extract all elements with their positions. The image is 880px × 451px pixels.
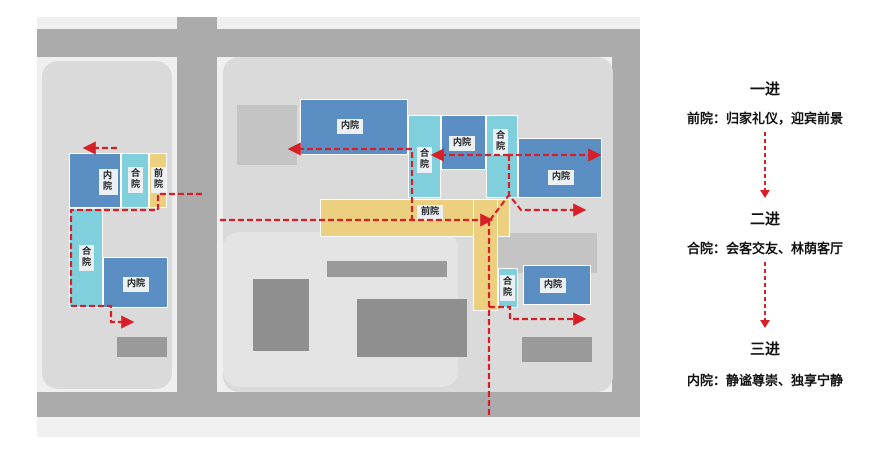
zone-east-inner-east <box>518 138 602 198</box>
zone-east-middle-2 <box>486 115 518 198</box>
building-h-shape <box>253 279 309 351</box>
arrow-down-icon <box>760 262 770 328</box>
label-east-middle-2: 合院 <box>493 129 508 155</box>
building-row <box>327 261 447 277</box>
zone-east-front-vertical <box>473 199 498 311</box>
stage-3-description: 内院：静谧尊崇、独享宁静 <box>686 374 843 389</box>
map-margin <box>37 417 640 437</box>
road-horizontal <box>37 29 640 57</box>
label-east-inner-east: 内院 <box>548 170 575 185</box>
road-vertical <box>177 17 217 437</box>
site-plan-map: 内院 合院 前院 合院 内院 内院 合院 内院 合院 内院 前院 合院 内院 <box>37 17 640 437</box>
label-west-front: 前院 <box>151 167 166 193</box>
building-north <box>237 105 297 165</box>
stage-3-title: 三进 <box>749 340 780 358</box>
label-west-middle-bottom: 合院 <box>79 245 94 271</box>
west-block <box>42 61 172 389</box>
stage-2-title: 二进 <box>749 210 780 228</box>
stage-1-title: 一进 <box>749 80 780 98</box>
label-east-inner-north: 内院 <box>337 119 364 134</box>
building-large <box>357 299 467 357</box>
label-east-middle-3: 合院 <box>500 275 515 301</box>
label-east-inner-south: 内院 <box>540 278 567 293</box>
stage-2-description: 合院：会客交友、林荫客厅 <box>686 242 843 257</box>
stage-1-description: 前院：归家礼仪，迎宾前景 <box>686 112 843 127</box>
label-east-inner-center: 内院 <box>449 136 476 151</box>
arrow-down-icon <box>760 132 770 198</box>
label-west-inner-bottom: 内院 <box>123 277 150 292</box>
label-west-inner-top: 内院 <box>99 169 118 195</box>
circulation-routes <box>69 141 602 417</box>
road-east <box>612 57 640 397</box>
building-east-south <box>522 337 592 362</box>
building-west-south <box>117 337 167 357</box>
label-west-middle-top: 合院 <box>128 167 143 193</box>
label-east-front: 前院 <box>417 205 444 220</box>
road-south <box>37 392 640 417</box>
label-east-middle-1: 合院 <box>417 147 432 173</box>
